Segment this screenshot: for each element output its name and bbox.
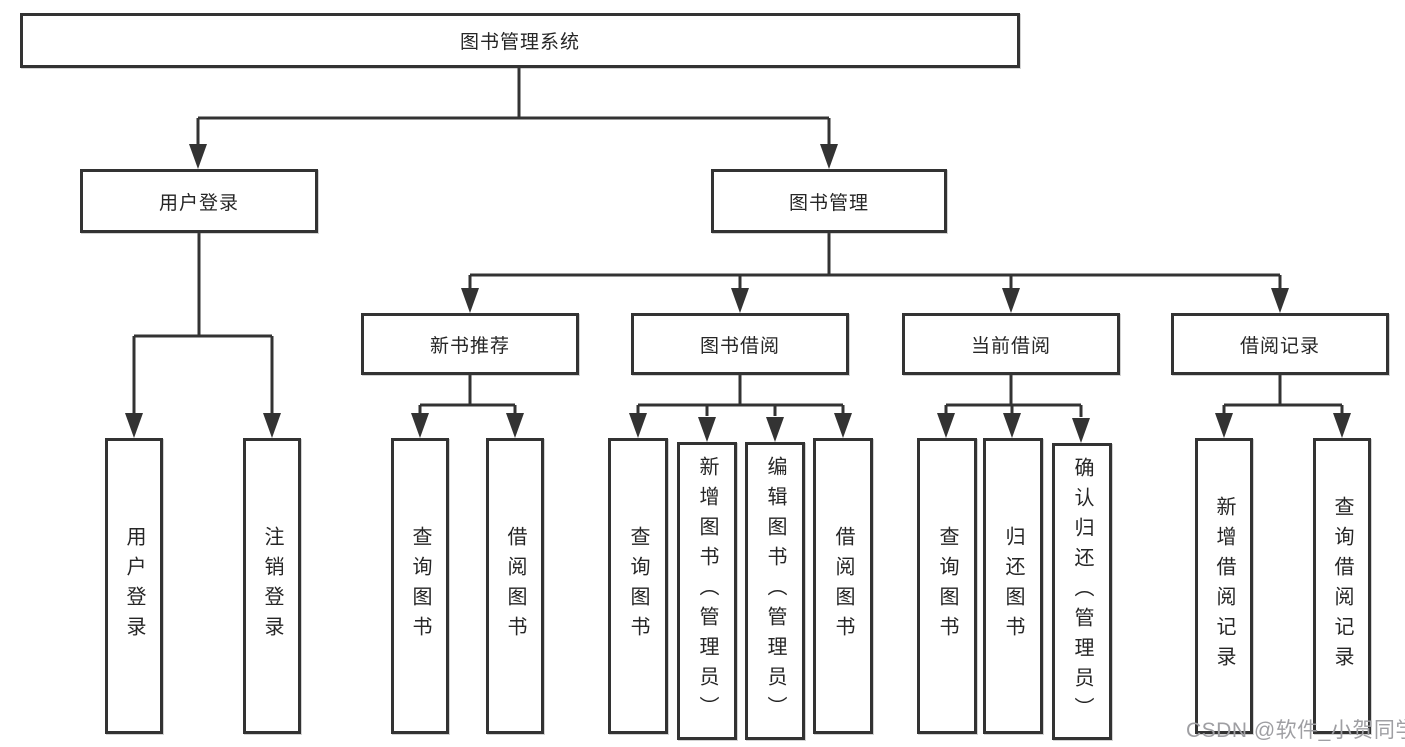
node-book-borrowing: 图书借阅: [631, 313, 849, 375]
connector-root-to-level2: [189, 68, 838, 169]
leaf-query-books-recommend: 查询图书: [391, 438, 449, 734]
leaf-confirm-return-admin: 确认归还（管理员）: [1052, 443, 1112, 740]
leaf-edit-book-admin: 编辑图书（管理员）: [745, 442, 805, 740]
leaf-borrow-books: 借阅图书: [813, 438, 873, 734]
node-library-system: 图书管理系统: [20, 13, 1020, 68]
leaf-borrow-books-recommend: 借阅图书: [486, 438, 544, 734]
node-user-login: 用户登录: [80, 169, 318, 233]
connector-book-management-children: [461, 233, 1289, 313]
leaf-add-book-admin: 新增图书（管理员）: [677, 442, 737, 740]
node-current-borrowing: 当前借阅: [902, 313, 1120, 375]
connector-current-borrowing-children: [937, 375, 1090, 443]
leaf-query-borrow-record: 查询借阅记录: [1313, 438, 1371, 734]
node-book-management: 图书管理: [711, 169, 947, 233]
connector-new-book-children: [411, 375, 524, 438]
node-new-book-recommend: 新书推荐: [361, 313, 579, 375]
leaf-user-login: 用户登录: [105, 438, 163, 734]
connector-borrowing-records-children: [1215, 375, 1351, 438]
connector-book-borrowing-children: [629, 375, 852, 442]
leaf-query-books-current: 查询图书: [917, 438, 977, 734]
leaf-query-books-borrow: 查询图书: [608, 438, 668, 734]
connector-user-login-children: [125, 233, 281, 438]
watermark-text: CSDN @软件_小贺同学: [1186, 719, 1405, 742]
leaf-logout: 注销登录: [243, 438, 301, 734]
leaf-add-borrow-record: 新增借阅记录: [1195, 438, 1253, 734]
leaf-return-books: 归还图书: [983, 438, 1043, 734]
node-borrowing-records: 借阅记录: [1171, 313, 1389, 375]
